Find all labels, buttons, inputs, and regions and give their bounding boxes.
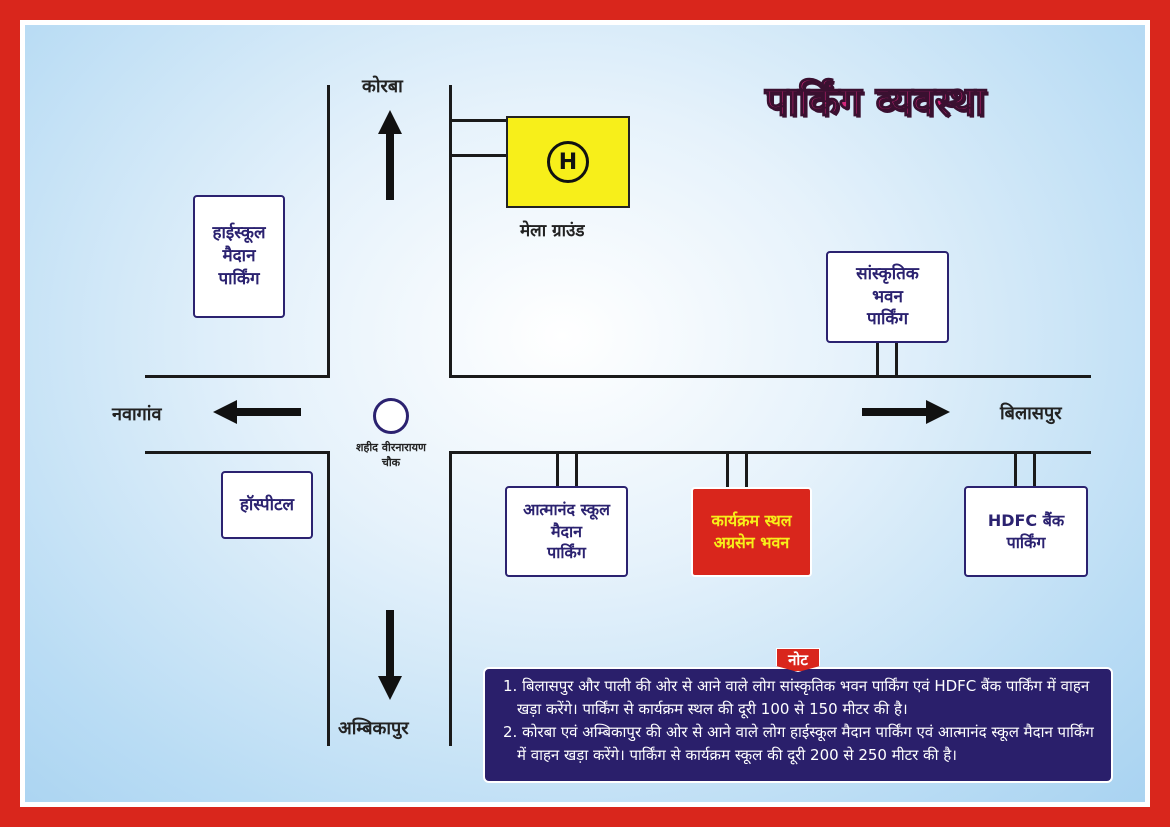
helipad-icon: H bbox=[547, 141, 589, 183]
chowk-label: शहीद वीरनारायण चौक bbox=[356, 441, 426, 469]
venue-box: कार्यक्रम स्थल अग्रसेन भवन bbox=[691, 487, 812, 577]
note-item: 1. बिलासपुर और पाली की ओर से आने वाले लो… bbox=[503, 677, 1090, 718]
road-edge bbox=[449, 451, 452, 746]
chowk-circle-icon bbox=[373, 398, 409, 434]
helipad-box: H bbox=[506, 116, 630, 208]
connector bbox=[556, 453, 559, 487]
road-edge bbox=[449, 85, 452, 378]
connector bbox=[1033, 453, 1036, 487]
hospital-box: हॉस्पीटल bbox=[221, 471, 313, 539]
arrow-down-icon bbox=[378, 610, 402, 700]
arrow-left-icon bbox=[213, 400, 301, 424]
road-edge bbox=[327, 85, 330, 378]
arrow-right-icon bbox=[862, 400, 950, 424]
direction-east-label: बिलासपुर bbox=[1000, 403, 1062, 424]
direction-north-label: कोरबा bbox=[362, 76, 403, 97]
highschool-parking-box: हाईस्कूल मैदान पार्किंग bbox=[193, 195, 285, 318]
arrow-up-icon bbox=[378, 110, 402, 200]
connector bbox=[726, 453, 729, 487]
connector bbox=[895, 343, 898, 376]
atmanand-school-parking-box: आत्मानंद स्कूल मैदान पार्किंग bbox=[505, 486, 628, 577]
road-edge bbox=[145, 451, 330, 454]
note-item: 2. कोरबा एवं अम्बिकापुर की ओर से आने वाल… bbox=[503, 723, 1094, 764]
hdfc-parking-box: HDFC बैंक पार्किंग bbox=[964, 486, 1088, 577]
connector bbox=[876, 343, 879, 376]
connector bbox=[452, 119, 507, 122]
helipad-label: मेला ग्राउंड bbox=[520, 221, 585, 241]
note-box: 1. बिलासपुर और पाली की ओर से आने वाले लो… bbox=[483, 667, 1113, 783]
road-edge bbox=[327, 451, 330, 746]
direction-west-label: नवागांव bbox=[112, 404, 162, 425]
connector bbox=[575, 453, 578, 487]
connector bbox=[1014, 453, 1017, 487]
connector bbox=[452, 154, 507, 157]
connector bbox=[745, 453, 748, 487]
direction-south-label: अम्बिकापुर bbox=[338, 718, 409, 739]
page-title: पार्किंग व्यवस्था bbox=[764, 78, 986, 126]
road-edge bbox=[449, 451, 1091, 454]
road-edge bbox=[449, 375, 1091, 378]
sanskritik-bhavan-parking-box: सांस्कृतिक भवन पार्किंग bbox=[826, 251, 949, 343]
road-edge bbox=[145, 375, 330, 378]
